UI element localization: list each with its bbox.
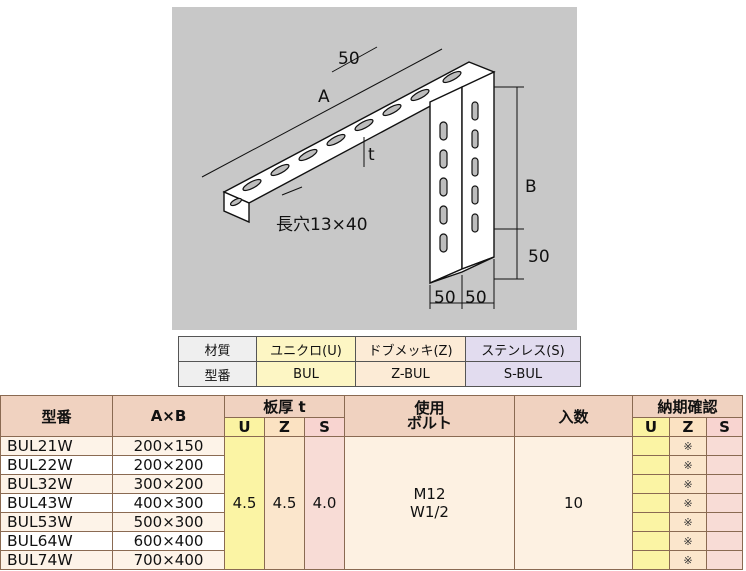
model-prefix-row: 型番 BUL Z-BUL S-BUL xyxy=(178,361,581,387)
slot-size-label: 長穴13×40 xyxy=(276,215,368,235)
size-cell: 200×150 xyxy=(112,436,225,456)
delivery-u-cell xyxy=(632,436,670,456)
model-cell: BUL43W xyxy=(0,493,113,513)
table-row: BUL53W 500×300 ※ xyxy=(0,512,743,532)
delivery-s-cell xyxy=(706,531,743,551)
thickness-t-label: t xyxy=(368,145,375,165)
header-thickness-u: U xyxy=(224,417,265,437)
model-cell: BUL64W xyxy=(0,531,113,551)
delivery-z-cell: ※ xyxy=(669,550,707,570)
spec-table: 型番 A×B 板厚 t 使用 ボルト 入数 納期確認 U Z S U Z S B… xyxy=(0,395,743,570)
delivery-z-cell: ※ xyxy=(669,474,707,494)
delivery-u-cell xyxy=(632,550,670,570)
thickness-s-cell: 4.0 xyxy=(304,436,345,570)
dimension-50-top-label: 50 xyxy=(338,49,360,69)
delivery-s-cell xyxy=(706,436,743,456)
delivery-u-cell xyxy=(632,531,670,551)
size-cell: 400×300 xyxy=(112,493,225,513)
delivery-s-cell xyxy=(706,493,743,513)
delivery-s-cell xyxy=(706,474,743,494)
delivery-s-cell xyxy=(706,455,743,475)
size-cell: 700×400 xyxy=(112,550,225,570)
bracket-drawing: A 50 t B 50 50 50 長穴13×40 xyxy=(172,7,577,330)
delivery-u-cell xyxy=(632,493,670,513)
delivery-u-cell xyxy=(632,474,670,494)
thickness-u-cell: 4.5 xyxy=(224,436,265,570)
bolt-line-1: M12 xyxy=(413,485,446,503)
dimension-b-label: B xyxy=(525,177,537,197)
material-u: ユニクロ(U) xyxy=(256,336,356,362)
header-thickness-s: S xyxy=(304,417,345,437)
material-s: ステンレス(S) xyxy=(465,336,581,362)
model-cell: BUL21W xyxy=(0,436,113,456)
dimension-50-right-label: 50 xyxy=(528,247,550,267)
size-cell: 200×200 xyxy=(112,455,225,475)
bolt-line-2: W1/2 xyxy=(410,503,449,521)
delivery-z-cell: ※ xyxy=(669,512,707,532)
table-row: BUL21W 200×150 4.5 4.5 4.0 M12 W1/2 10 ※ xyxy=(0,436,743,570)
model-cell: BUL53W xyxy=(0,512,113,532)
header-delivery: 納期確認 xyxy=(632,395,743,418)
dimension-50-bottom-left-label: 50 xyxy=(434,288,456,308)
header-thickness-z: Z xyxy=(264,417,305,437)
model-prefix-header: 型番 xyxy=(178,361,257,387)
delivery-u-cell xyxy=(632,512,670,532)
thickness-z-cell: 4.5 xyxy=(264,436,305,570)
model-prefix-u: BUL xyxy=(256,361,356,387)
material-z: ドブメッキ(Z) xyxy=(355,336,466,362)
dimension-50-bottom-right-label: 50 xyxy=(465,288,487,308)
model-cell: BUL32W xyxy=(0,474,113,494)
size-cell: 600×400 xyxy=(112,531,225,551)
model-prefix-z: Z-BUL xyxy=(355,361,466,387)
material-row: 材質 ユニクロ(U) ドブメッキ(Z) ステンレス(S) xyxy=(178,336,581,362)
material-header: 材質 xyxy=(178,336,257,362)
header-delivery-u: U xyxy=(632,417,670,437)
header-delivery-s: S xyxy=(706,417,743,437)
header-delivery-z: Z xyxy=(669,417,707,437)
header-model: 型番 xyxy=(0,395,113,437)
bolt-cell: M12 W1/2 xyxy=(344,436,515,570)
size-cell: 500×300 xyxy=(112,512,225,532)
header-qty: 入数 xyxy=(514,395,633,437)
delivery-z-cell: ※ xyxy=(669,455,707,475)
model-cell: BUL74W xyxy=(0,550,113,570)
model-cell: BUL22W xyxy=(0,455,113,475)
header-bolt: 使用 ボルト xyxy=(344,395,515,437)
bracket-illustration xyxy=(201,46,524,309)
delivery-s-cell xyxy=(706,512,743,532)
material-table: 材質 ユニクロ(U) ドブメッキ(Z) ステンレス(S) 型番 BUL Z-BU… xyxy=(178,336,581,387)
model-prefix-s: S-BUL xyxy=(465,361,581,387)
size-cell: 300×200 xyxy=(112,474,225,494)
header-thickness: 板厚 t xyxy=(224,395,345,418)
dimension-a-label: A xyxy=(318,87,330,107)
delivery-u-cell xyxy=(632,455,670,475)
delivery-z-cell: ※ xyxy=(669,531,707,551)
delivery-s-cell xyxy=(706,550,743,570)
header-size: A×B xyxy=(112,395,225,437)
delivery-z-cell: ※ xyxy=(669,436,707,456)
qty-cell: 10 xyxy=(514,436,633,570)
delivery-z-cell: ※ xyxy=(669,493,707,513)
